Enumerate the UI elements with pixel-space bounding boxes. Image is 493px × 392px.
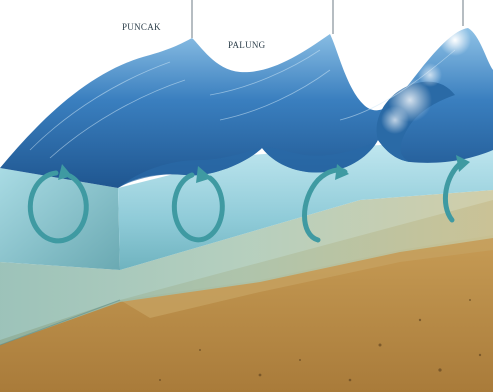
trough-label: PALUNG — [228, 40, 265, 50]
crest-label: PUNCAK — [122, 22, 161, 32]
